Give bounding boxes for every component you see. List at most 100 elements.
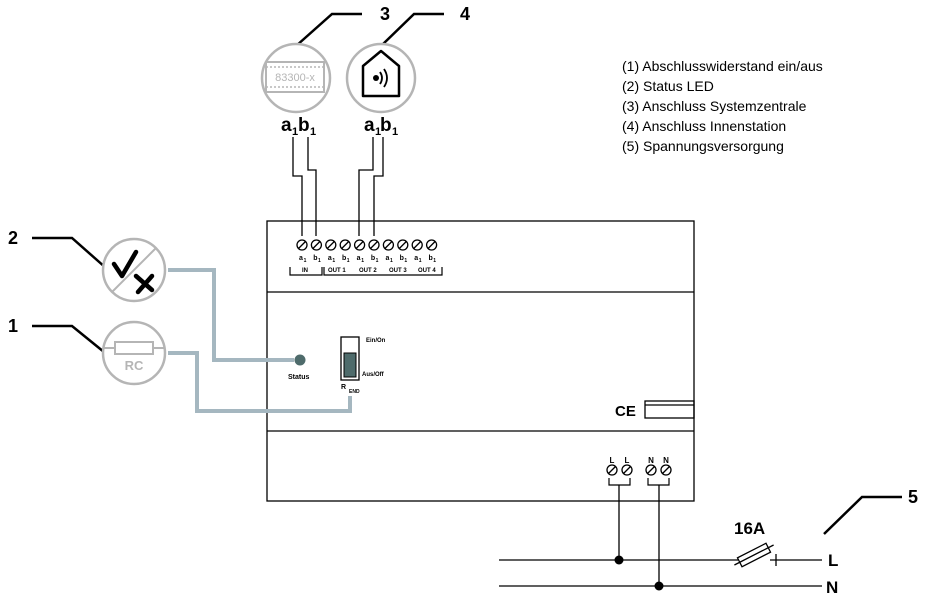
resistor-icon: RC xyxy=(101,320,167,386)
terminal-group-brackets xyxy=(289,267,443,276)
supply-line-l-label: L xyxy=(828,551,838,570)
group-label-out2: OUT 2 xyxy=(359,268,377,274)
supply-wires xyxy=(499,485,822,587)
termination-switch-wire xyxy=(168,351,352,413)
legend: (1) Abschlusswiderstand ein/aus (2) Stat… xyxy=(622,56,823,156)
bus-terminal-label: b xyxy=(400,255,404,262)
bus-terminal-screw xyxy=(325,239,337,251)
bus-terminal-label: b xyxy=(371,255,375,262)
callout-3-leader xyxy=(295,12,362,47)
bus-terminal-screw xyxy=(353,239,366,251)
bus-terminal-screw xyxy=(368,239,380,251)
power-terminal-screw xyxy=(660,464,672,476)
junction-l xyxy=(614,555,624,565)
bus-terminal-sub: 1 xyxy=(404,258,407,264)
bus-terminal-label: b xyxy=(313,255,317,262)
bus-terminal-screw xyxy=(382,239,395,251)
group-label-out1: OUT 1 xyxy=(328,268,346,274)
bus-terminal-sub: 1 xyxy=(347,258,350,264)
bus-terminal-screw xyxy=(339,239,351,251)
power-terminal-label: N xyxy=(648,456,654,465)
callout-2-leader xyxy=(32,236,107,269)
callout-3-number: 3 xyxy=(380,4,390,24)
bus-wires xyxy=(292,137,384,236)
bus-terminal-screw xyxy=(425,239,438,251)
wire-label-a: a xyxy=(281,115,292,136)
bus-terminal-label: b xyxy=(342,255,346,262)
legend-item-5: (5) Spannungsversorgung xyxy=(622,138,784,154)
bus-terminal-screw xyxy=(411,239,423,251)
resistor-end-sub: END xyxy=(349,389,360,395)
callout-5-number: 5 xyxy=(908,487,918,507)
bus-terminal-sub: 1 xyxy=(419,258,422,264)
ce-mark: CE xyxy=(615,403,636,420)
group-label-in: IN xyxy=(302,268,308,274)
bus-terminal-sub: 1 xyxy=(433,258,436,264)
wire-label-sub: 1 xyxy=(392,126,398,138)
bus-terminal-sub: 1 xyxy=(304,258,307,264)
group-label-out4: OUT 4 xyxy=(418,268,436,274)
wire-labels-system-central: a 1 b 1 xyxy=(281,115,316,138)
bus-terminal-label: a xyxy=(328,255,332,262)
legend-item-3: (3) Anschluss Systemzentrale xyxy=(622,98,807,114)
termination-switch xyxy=(340,336,360,381)
wire-label-sub: 1 xyxy=(375,126,381,138)
callout-1-leader xyxy=(32,324,105,353)
junction-n xyxy=(654,581,664,591)
power-terminal-label: L xyxy=(625,456,630,465)
bus-terminal-sub: 1 xyxy=(361,258,364,264)
power-terminal-label: N xyxy=(663,456,669,465)
bus-terminal-sub: 1 xyxy=(376,258,379,264)
fuse-label: 16A xyxy=(734,519,765,538)
bus-terminal-screw xyxy=(296,239,308,251)
legend-item-2: (2) Status LED xyxy=(622,78,714,94)
bus-terminal-label: a xyxy=(414,255,418,262)
bus-terminal-label: a xyxy=(385,255,389,262)
bus-terminal-label: a xyxy=(357,255,361,262)
device-housing xyxy=(266,220,695,502)
power-terminal-screw xyxy=(606,464,618,476)
bus-terminal-label: b xyxy=(428,255,432,262)
status-led xyxy=(294,354,306,366)
wire-label-sub: 1 xyxy=(310,126,316,138)
device-module-icon: 83300-x xyxy=(260,42,332,114)
group-label-out3: OUT 3 xyxy=(389,268,407,274)
power-terminal-brackets xyxy=(608,478,670,486)
callout-5-leader xyxy=(823,495,902,535)
house-speaker-icon xyxy=(345,42,417,114)
terminal-group-labels: IN OUT 1 OUT 2 OUT 3 OUT 4 xyxy=(302,268,436,274)
bus-terminal-sub: 1 xyxy=(318,258,321,264)
bus-terminal-sub: 1 xyxy=(332,258,335,264)
supply-line-n-label: N xyxy=(826,578,838,597)
check-cross-icon xyxy=(101,237,167,303)
wire-labels-indoor-station: a 1 b 1 xyxy=(364,115,398,138)
bus-terminal-screw xyxy=(397,239,409,251)
fuse-icon xyxy=(734,542,774,568)
status-label: Status xyxy=(288,374,310,381)
bus-terminal-sub: 1 xyxy=(390,258,393,264)
legend-item-4: (4) Anschluss Innenstation xyxy=(622,118,787,134)
resistor-icon-label: RC xyxy=(125,358,144,373)
bus-terminal-label: a xyxy=(299,255,303,262)
callout-4-number: 4 xyxy=(460,4,470,24)
callout-1-number: 1 xyxy=(8,316,18,336)
din-rail-slot xyxy=(644,400,695,419)
resistor-end-label: R xyxy=(341,384,346,391)
power-terminal-label: L xyxy=(610,456,615,465)
switch-on-label: Ein/On xyxy=(366,338,386,344)
wire-label-b: b xyxy=(380,115,392,136)
legend-item-1: (1) Abschlusswiderstand ein/aus xyxy=(622,58,823,74)
wire-label-b: b xyxy=(298,115,310,136)
wire-label-a: a xyxy=(364,115,375,136)
bus-terminal-screw xyxy=(310,239,323,251)
status-led-wire xyxy=(168,268,294,362)
switch-off-label: Aus/Off xyxy=(362,372,385,378)
power-terminal-screw xyxy=(621,464,633,476)
callout-4-leader xyxy=(380,12,444,47)
callout-2-number: 2 xyxy=(8,228,18,248)
system-central-label: 83300-x xyxy=(275,72,315,84)
